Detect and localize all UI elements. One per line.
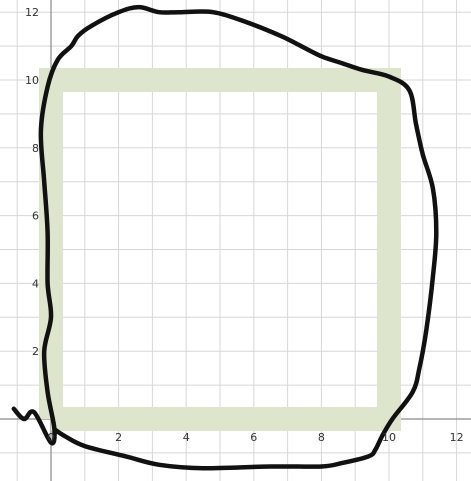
x-tick-label: 2: [115, 431, 122, 444]
y-tick-label: 4: [32, 277, 39, 290]
x-tick-label: 4: [183, 431, 190, 444]
x-tick-label: 0: [48, 431, 55, 444]
y-tick-label: 8: [32, 142, 39, 155]
sketch-layer: [11, 4, 439, 471]
x-tick-label: 6: [250, 431, 257, 444]
square-band-layer: [39, 68, 401, 431]
y-tick-label: 6: [32, 210, 39, 223]
y-tick-label: 2: [32, 345, 39, 358]
y-tick-label: 12: [25, 6, 39, 19]
square-band: [39, 68, 401, 431]
x-tick-label: 10: [382, 431, 396, 444]
y-tick-label: 10: [25, 74, 39, 87]
sketch-curve: [11, 4, 439, 471]
x-tick-label: 8: [318, 431, 325, 444]
tick-labels: 0 2 4 6 8 10 12 2 4 6 8 10 12: [25, 6, 464, 444]
x-tick-label: 12: [450, 431, 464, 444]
